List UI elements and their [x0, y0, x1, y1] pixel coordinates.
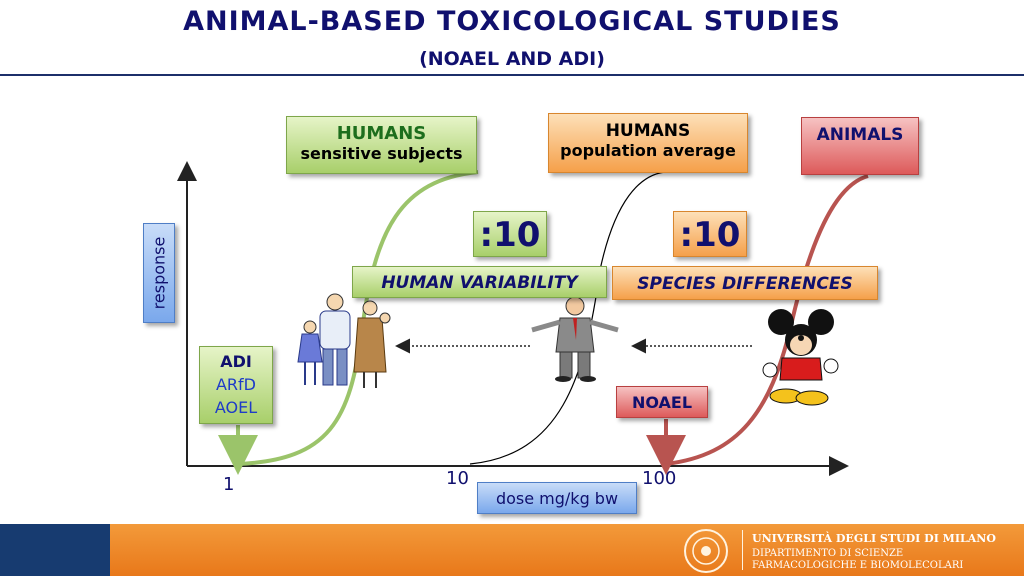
- footer-navy-band: [0, 524, 110, 576]
- response-label-text: response: [149, 236, 169, 310]
- human-factor-box: :10: [473, 211, 547, 257]
- species-differences-box: SPECIES DIFFERENCES: [612, 266, 878, 300]
- department-line2: FARMACOLOGICHE E BIOMOLECOLARI: [752, 560, 964, 571]
- university-seal-icon: [684, 529, 728, 573]
- humans-average-box: HUMANS population average: [548, 113, 748, 173]
- university-name: UNIVERSITÀ DEGLI STUDI DI MILANO: [752, 532, 996, 545]
- mouse-cartoon-icon: [762, 309, 839, 406]
- department-line1: DIPARTIMENTO DI SCIENZE: [752, 548, 904, 559]
- arfd-label: ARfD: [215, 375, 256, 394]
- title-divider: [0, 74, 1024, 76]
- humans-sensitive-subtitle: sensitive subjects: [300, 144, 463, 163]
- page-title: ANIMAL-BASED TOXICOLOGICAL STUDIES: [183, 6, 841, 37]
- animals-label: ANIMALS: [816, 125, 904, 145]
- response-axis-label: response: [143, 223, 175, 323]
- page-subtitle: (NOAEL AND ADI): [419, 48, 605, 70]
- tick-100: 100: [642, 468, 677, 489]
- tick-10: 10: [446, 468, 469, 489]
- humans-average-subtitle: population average: [560, 141, 736, 160]
- humans-sensitive-title: HUMANS: [336, 123, 427, 144]
- adi-box: ADI ARfD AOEL: [199, 346, 273, 424]
- tick-1: 1: [223, 474, 235, 495]
- animals-box: ANIMALS: [801, 117, 919, 175]
- footer-divider: [742, 530, 743, 570]
- noael-box: NOAEL: [616, 386, 708, 418]
- humans-sensitive-box: HUMANS sensitive subjects: [286, 116, 477, 174]
- family-icon: [297, 293, 391, 388]
- species-factor-box: :10: [673, 211, 747, 257]
- aoel-label: AOEL: [214, 398, 258, 417]
- humans-average-title: HUMANS: [605, 121, 691, 141]
- human-variability-box: HUMAN VARIABILITY: [352, 266, 607, 298]
- adi-label: ADI: [220, 352, 252, 371]
- businessman-icon: [531, 296, 619, 382]
- dose-axis-label: dose mg/kg bw: [477, 482, 637, 514]
- average-curve: [469, 171, 666, 465]
- footer-orange-band: [110, 524, 1024, 576]
